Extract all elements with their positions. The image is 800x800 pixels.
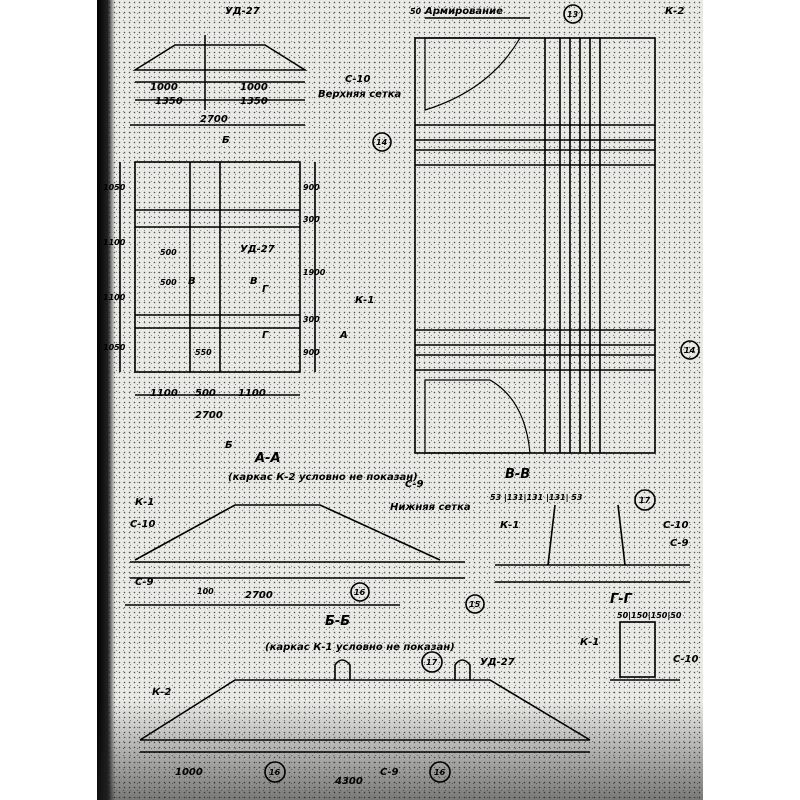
section-note: (каркас К-2 условно не показан)	[228, 472, 418, 483]
scan-edge	[97, 0, 115, 800]
dim: 2700	[245, 590, 273, 601]
frame-label: К-2	[665, 6, 684, 17]
dim: 1900	[303, 268, 326, 277]
position-marker: 13	[567, 10, 579, 19]
frame-label: К-1	[500, 520, 519, 531]
frame-label: К-1	[355, 295, 374, 306]
position-marker: 16	[269, 768, 281, 777]
dim: 1050	[103, 183, 126, 192]
section-mark: В	[250, 276, 258, 287]
dim: 900	[303, 183, 320, 192]
section-mark: Г	[262, 284, 269, 295]
position-marker: 17	[639, 496, 651, 505]
scan-shadow	[97, 700, 703, 800]
mesh-label: С-9	[405, 479, 423, 490]
section-title: Г-Г	[610, 592, 633, 607]
mesh-label: С-9	[670, 538, 688, 549]
section-mark: В	[188, 276, 196, 287]
dim: 900	[303, 348, 320, 357]
section-title: В-В	[505, 467, 530, 482]
dim: 1000	[240, 82, 268, 93]
mesh-label: С-10	[345, 74, 370, 85]
dim: 1050	[103, 343, 126, 352]
section-mark: А	[339, 330, 348, 341]
dim: 50	[410, 7, 422, 16]
section-mark: Б	[225, 440, 233, 451]
dim: 500	[160, 248, 177, 257]
dim: 50|150|150|50	[617, 611, 682, 620]
dim: 100	[197, 587, 214, 596]
dim: 1350	[155, 96, 183, 107]
position-marker: 14	[684, 346, 696, 355]
dim: 4300	[334, 776, 363, 787]
dim: 1100	[150, 388, 178, 399]
mesh-label: С-10	[673, 654, 698, 665]
mesh-label: С-10	[130, 519, 155, 530]
frame-label: К-2	[152, 687, 171, 698]
ud-label: УД-27	[240, 244, 275, 255]
section-note: (каркас К-1 условно не показан)	[265, 642, 455, 653]
mesh-name: Нижняя сетка	[390, 502, 471, 513]
dim: 1350	[240, 96, 268, 107]
mesh-label: С-9	[135, 577, 153, 588]
drawing-sheet	[97, 0, 703, 800]
dim: 300	[303, 215, 320, 224]
reinforcement-view: Армирование 50 С-10 Верхняя сетка С-9 Ни…	[318, 4, 700, 513]
section-aa: А-А (каркас К-2 условно не показан) К-1 …	[125, 451, 485, 614]
position-marker: 17	[426, 658, 438, 667]
dim: 550	[195, 348, 212, 357]
dim: 1100	[103, 238, 126, 247]
section-gg: Г-Г 50|150|150|50 К-1 С-10	[580, 592, 698, 681]
plan-view: 1050 1100 1100 1050 900 300 1900 300 900…	[103, 161, 348, 451]
mesh-label: С-10	[663, 520, 688, 531]
dim: 2700	[200, 114, 228, 125]
position-marker: 15	[469, 600, 481, 609]
section-bb: Б-Б (каркас К-1 условно не показан) 17 У…	[139, 614, 591, 787]
dim: 1000	[175, 767, 203, 778]
dim: 500	[195, 388, 216, 399]
dim: 53 |131|131 |131| 53	[490, 493, 583, 502]
dim: 1100	[238, 388, 266, 399]
mesh-name: Верхняя сетка	[318, 89, 402, 100]
section-mark: Г	[262, 330, 269, 341]
position-marker: 14	[376, 138, 388, 147]
dim: 500	[160, 278, 177, 287]
dim: 1100	[103, 293, 126, 302]
frame-label: К-1	[580, 637, 599, 648]
section-mark: Б	[222, 135, 230, 146]
dim: 1000	[150, 82, 178, 93]
ud-label: УД-27	[480, 657, 515, 668]
section-title: А-А	[254, 451, 281, 466]
position-marker: 16	[354, 588, 366, 597]
top-view: УД-27 1000 1000 1350 1350 2700 Б	[130, 6, 308, 146]
frame-label: К-1	[135, 497, 154, 508]
ud-label: УД-27	[225, 6, 260, 17]
section-title: Б-Б	[325, 614, 350, 629]
drawing-title: Армирование	[424, 6, 503, 17]
dim: 300	[303, 315, 320, 324]
mesh-label: С-9	[380, 767, 398, 778]
position-marker: 16	[434, 768, 446, 777]
dim: 2700	[195, 410, 223, 421]
section-vv: В-В 53 |131|131 |131| 53 17 К-1 С-10 С-9	[490, 467, 690, 583]
